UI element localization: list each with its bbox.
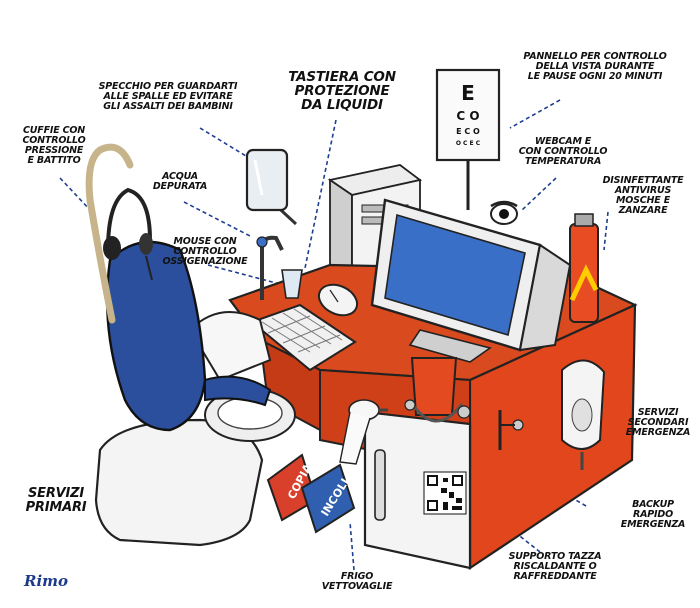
toilet: [94, 311, 296, 547]
cup-holder: [404, 357, 471, 423]
label-acqua: ACQUA DEPURATA: [152, 171, 208, 192]
label-specchio: SPECCHIO PER GUARDARTI ALLE SPALLE ED EV…: [98, 81, 238, 112]
keyboard: [250, 303, 357, 372]
svg-text:E C O: E C O: [456, 127, 480, 136]
label-supporto: SUPPORTO TAZZA RISCALDANTE O RAFFREDDANT…: [508, 551, 602, 582]
label-webcam: WEBCAM E CON CONTROLLO TEMPERATURA: [518, 136, 608, 167]
label-tastiera: TASTIERA CON PROTEZIONE DA LIQUIDI: [288, 69, 396, 114]
pedals: COPIA INCOLLA: [266, 453, 358, 534]
monitor: [370, 198, 572, 363]
urinal: [561, 359, 606, 470]
fridge: [363, 410, 472, 570]
mirror: [245, 148, 298, 226]
toilet-paper: [339, 399, 388, 465]
label-frigo: FRIGO VETTOVAGLIE: [321, 571, 393, 592]
webcam: [490, 200, 518, 225]
label-cuffie: CUFFIE CON CONTROLLO PRESSIONE E BATTITO: [22, 125, 86, 166]
headphones: [103, 187, 153, 281]
eye-chart-panel: E C O E C O O C E C: [435, 68, 501, 210]
label-servizi-secondari: SERVIZI SECONDARI EMERGENZA: [625, 407, 691, 438]
svg-text:C O: C O: [456, 109, 479, 123]
svg-text:E: E: [461, 81, 475, 105]
water-tap: [256, 235, 303, 300]
mouse: [317, 283, 359, 317]
disinfectant-spray: [569, 213, 599, 323]
label-disinfettante: DISINFETTANTE ANTIVIRUS MOSCHE E ZANZARE: [602, 175, 684, 216]
label-servizi-primari: SERVIZI PRIMARI: [25, 486, 87, 515]
office-chair: [85, 143, 272, 432]
label-pannello: PANNELLO PER CONTROLLO DELLA VISTA DURAN…: [523, 51, 667, 82]
label-mouse: MOUSE CON CONTROLLO OSSIGENAZIONE: [162, 236, 248, 267]
artist-signature: Rimo: [24, 572, 69, 590]
qr-code: [423, 471, 467, 515]
label-backup: BACKUP RAPIDO EMERGENZA: [620, 499, 686, 530]
svg-text:O C E C: O C E C: [456, 140, 481, 147]
